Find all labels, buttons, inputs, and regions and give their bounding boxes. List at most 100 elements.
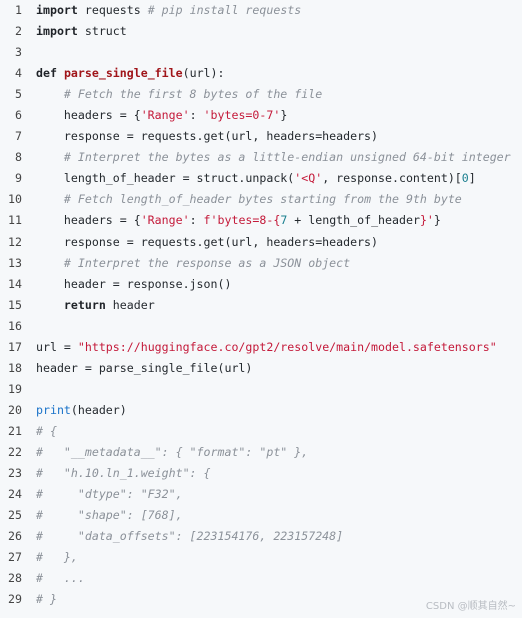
line-number: 16 (8, 318, 22, 333)
line-number: 3 (15, 45, 22, 60)
code-token: url = (36, 339, 78, 354)
line-code (22, 316, 36, 337)
line-code: # Interpret the bytes as a little-endian… (22, 147, 511, 168)
line-number: 1 (15, 3, 22, 17)
code-token (36, 256, 64, 270)
line-code: # }, (22, 547, 78, 568)
code-token: 'bytes=0-7' (203, 108, 281, 123)
line-number: 26 (8, 529, 22, 544)
watermark: CSDN @顺其自然~ (425, 601, 516, 612)
line-code: import requests # pip install requests (22, 0, 301, 21)
code-token: } (433, 213, 441, 228)
line-number: 19 (8, 381, 22, 396)
code-line: 12 response = requests.get(url, headers=… (0, 232, 522, 253)
code-token (36, 150, 64, 164)
code-token: requests (77, 3, 148, 17)
line-code: header = parse_single_file(url) (22, 358, 252, 379)
line-code: def parse_single_file(url): (22, 63, 225, 84)
code-token: def (36, 66, 57, 81)
code-token: return (63, 297, 106, 312)
line-number: 20 (8, 402, 22, 417)
code-line: 15 return header (0, 295, 522, 316)
code-line: 13 # Interpret the response as a JSON ob… (0, 253, 522, 274)
code-token: + length_of_header (287, 213, 420, 228)
line-code: return header (22, 295, 155, 316)
code-token (36, 298, 64, 312)
code-line: 9 length_of_header = struct.unpack('<Q',… (0, 168, 522, 189)
code-token: # }, (36, 550, 78, 565)
line-code: headers = {'Range': f'bytes=8-{7 + lengt… (22, 210, 441, 231)
line-number: 17 (8, 339, 22, 354)
line-number: 10 (8, 192, 22, 207)
code-token: header = parse_single_file(url) (36, 360, 253, 375)
line-number: 15 (8, 297, 22, 312)
line-number: 29 (8, 592, 22, 607)
line-number: 13 (8, 255, 22, 270)
code-token: struct (77, 24, 127, 39)
line-number: 4 (15, 66, 22, 81)
code-token: # Interpret the bytes as a little-endian… (63, 150, 511, 165)
code-token: parse_single_file (63, 66, 183, 81)
line-number: 21 (8, 423, 22, 438)
line-code: # "data_offsets": [223154176, 223157248] (22, 526, 343, 547)
code-token (57, 66, 64, 80)
code-line: 19 (0, 379, 522, 400)
code-token: "https://huggingface.co/gpt2/resolve/mai… (77, 339, 497, 354)
code-token: : (189, 108, 204, 123)
line-number: 12 (8, 234, 22, 249)
line-number: 11 (8, 213, 22, 228)
line-number: 27 (8, 550, 22, 565)
code-token: (url): (182, 66, 225, 81)
line-code: response = requests.get(url, headers=hea… (22, 232, 378, 253)
line-code (22, 379, 36, 400)
line-code: url = "https://huggingface.co/gpt2/resol… (22, 337, 497, 358)
code-line: 25# "shape": [768], (0, 505, 522, 526)
line-code (22, 42, 36, 63)
code-token: # ... (36, 571, 85, 586)
code-token: 0 (461, 171, 469, 186)
code-token: header = response.json() (36, 276, 232, 291)
code-line: 14 header = response.json() (0, 274, 522, 295)
line-number: 2 (15, 24, 22, 39)
line-code: # "h.10.ln_1.weight": { (22, 463, 211, 484)
code-token: # Fetch length_of_header bytes starting … (63, 192, 462, 207)
line-code: response = requests.get(url, headers=hea… (22, 126, 378, 147)
code-line: 7 response = requests.get(url, headers=h… (0, 126, 522, 147)
code-token: # "__metadata__": { "format": "pt" }, (36, 444, 309, 459)
code-token: f'bytes=8-{ (203, 213, 281, 228)
line-code: # "shape": [768], (22, 505, 183, 526)
line-number: 5 (15, 87, 22, 102)
code-token: response = requests.get(url, headers=hea… (36, 234, 379, 249)
line-number: 14 (8, 276, 22, 291)
code-token: : (189, 213, 204, 228)
code-token: 'Range' (140, 108, 190, 123)
code-line: 28# ... (0, 568, 522, 589)
line-code: # Fetch length_of_header bytes starting … (22, 189, 462, 210)
code-token: , response.content)[ (322, 171, 462, 186)
line-code: # { (22, 421, 57, 442)
line-code: # Interpret the response as a JSON objec… (22, 253, 350, 274)
code-token (36, 87, 64, 101)
line-code: import struct (22, 21, 127, 42)
code-token: # Interpret the response as a JSON objec… (63, 255, 351, 270)
code-token: # { (36, 423, 57, 438)
code-line: 24# "dtype": "F32", (0, 484, 522, 505)
code-line: 5 # Fetch the first 8 bytes of the file (0, 84, 522, 105)
code-line: 16 (0, 316, 522, 337)
code-token: response = requests.get(url, headers=hea… (36, 129, 379, 144)
code-token: import (36, 3, 78, 17)
line-number: 6 (15, 108, 22, 123)
line-number: 18 (8, 360, 22, 375)
code-line: 22# "__metadata__": { "format": "pt" }, (0, 442, 522, 463)
code-token: headers = { (36, 108, 141, 123)
code-token: headers = { (36, 213, 141, 228)
code-line: 3 (0, 42, 522, 63)
code-token: length_of_header = struct.unpack( (36, 171, 295, 186)
code-token: 'Range' (140, 213, 190, 228)
line-code: # "__metadata__": { "format": "pt" }, (22, 442, 308, 463)
line-code: # } (22, 589, 57, 610)
code-token: } (280, 108, 288, 123)
